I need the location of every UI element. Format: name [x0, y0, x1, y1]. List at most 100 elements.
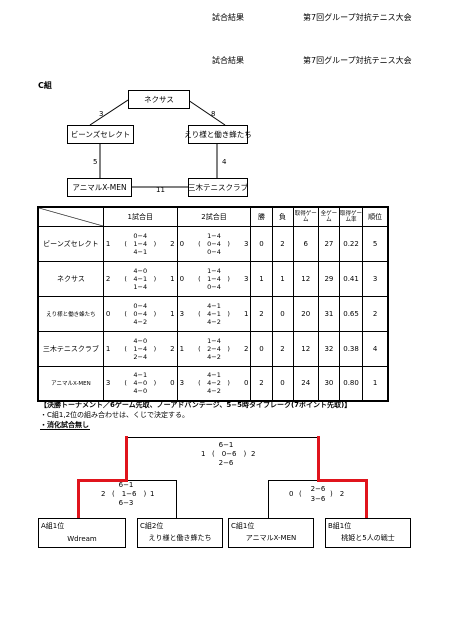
set-mid: ( 1−4 ) [124, 344, 157, 353]
header-lose: 負 [271, 206, 294, 227]
got-games-cell: 12 [292, 330, 319, 367]
bracket-line-semi-right-left [268, 480, 269, 518]
semi-left-score-bottom: 6−3 [118, 499, 134, 507]
semi-left-score-left: 2 [101, 490, 106, 498]
semi-left-score-top: 6−1 [118, 481, 134, 489]
set-top: 1−4 [207, 231, 221, 240]
set-mid: ( 0−4 ) [198, 239, 230, 248]
score-right: 1 [170, 309, 175, 318]
score-right: 0 [243, 379, 249, 388]
final-score-right: 2 [251, 450, 256, 458]
team-box-left: ビーンズセレクト [67, 125, 134, 144]
score-sets: 1−4( 0−4 )0−4 [198, 232, 230, 256]
score-right: 0 [170, 379, 175, 388]
set-bottom: 4−0 [133, 387, 148, 396]
tournament-team-2: C組2位 えり様と働き蜂たち [137, 518, 223, 548]
header-match1: 1試合目 [102, 206, 178, 227]
team-1-seed: A組1位 [41, 522, 65, 530]
winner-line-semi-right-down [365, 479, 368, 519]
edge-label-bottom: 11 [156, 186, 165, 194]
score-left: 0 [179, 274, 185, 283]
score-right: 2 [243, 344, 249, 353]
set-top: 4−1 [207, 371, 221, 380]
score-left: 1 [179, 344, 185, 353]
set-mid: ( 4−1 ) [198, 309, 230, 318]
semi-left-score-right: 1 [150, 490, 155, 498]
score-right: 2 [170, 344, 175, 353]
score-left: 1 [105, 344, 111, 353]
score-right: 2 [170, 239, 175, 248]
score-right: 1 [170, 274, 175, 283]
tournament-team-4: B組1位 桃姫と5人の戦士 [325, 518, 411, 548]
set-bottom: 0−4 [207, 282, 221, 291]
score-sets: 4−1( 4−0 )4−0 [124, 371, 156, 395]
lose-cell: 2 [271, 225, 294, 262]
rank-cell: 4 [362, 330, 389, 367]
edge-label-right: 4 [222, 158, 227, 166]
semi-right-score-bottom: 3−6 [310, 495, 326, 503]
result-label-1: 試合結果 [212, 13, 244, 22]
note-underline [40, 429, 90, 430]
tournament-team-3: C組1位 アニマルX-MEN [228, 518, 314, 548]
header-win: 勝 [250, 206, 273, 227]
team-name-cell: ネクサス [37, 260, 104, 297]
team-box-top: ネクサス [128, 90, 190, 109]
set-bottom: 4−1 [133, 247, 148, 256]
team-name-cell: えり様と働き蜂たち [37, 295, 104, 332]
table-header-row: 1試合目 2試合目 勝 負 取得ゲーム 全ゲーム 取得ゲーム率 順位 [37, 206, 389, 227]
set-bottom: 4−2 [207, 317, 221, 326]
team-2-seed: C組2位 [140, 522, 164, 530]
got-games-cell: 6 [292, 225, 319, 262]
score-right: 3 [243, 274, 249, 283]
win-cell: 0 [250, 225, 273, 262]
final-score-bottom: 2−6 [218, 459, 234, 467]
result-label-2: 試合結果 [212, 56, 244, 65]
set-bottom: 4−2 [207, 352, 221, 361]
set-bottom: 0−4 [207, 247, 221, 256]
score-left: 3 [105, 379, 111, 388]
set-mid: ( 4−0 ) [124, 379, 157, 388]
set-bottom: 1−4 [133, 282, 148, 291]
total-games-cell: 27 [317, 225, 340, 262]
total-games-cell: 32 [317, 330, 340, 367]
tournament-title: 【決勝トーナメント／6ゲーム先取、ノーアドバンテージ、5−5時タイブレーク(7ポ… [40, 401, 352, 409]
score-left: 0 [179, 239, 185, 248]
team-name-cell: アニマルX-MEN [37, 365, 104, 402]
score-sets: 4−0( 4−1 )1−4 [124, 267, 156, 291]
round-robin-lines [89, 99, 226, 188]
set-mid: ( 4−1 ) [124, 274, 157, 283]
winner-line-final-left [125, 436, 128, 482]
set-top: 4−0 [133, 336, 148, 345]
set-mid: ( 2−4 ) [198, 344, 230, 353]
win-cell: 0 [250, 330, 273, 367]
team-2-name: えり様と働き蜂たち [148, 534, 212, 542]
tournament-title-2: 第7回グループ対抗テニス大会 [303, 56, 412, 65]
final-score-top: 6−1 [218, 441, 234, 449]
team-1-name: Wdream [67, 535, 97, 543]
edge-label-top-right: 8 [211, 110, 216, 118]
rank-cell: 5 [362, 225, 389, 262]
total-games-cell: 29 [317, 260, 340, 297]
lose-cell: 0 [271, 365, 294, 402]
score-sets: 4−1( 4−1 )4−2 [198, 302, 230, 326]
score-left: 0 [105, 309, 111, 318]
team-4-seed: B組1位 [328, 522, 352, 530]
score-right: 3 [243, 239, 249, 248]
group-label: C組 [38, 81, 52, 90]
total-games-cell: 31 [317, 295, 340, 332]
rank-cell: 2 [362, 295, 389, 332]
set-top: 0−4 [133, 301, 148, 310]
set-top: 4−0 [133, 266, 148, 275]
header-rank: 順位 [362, 206, 389, 227]
tournament-note-2: ・消化試合無し [40, 421, 89, 429]
header-got-games: 取得ゲーム [292, 206, 319, 227]
lose-cell: 0 [271, 295, 294, 332]
winner-line-semi-left-down [77, 479, 80, 519]
winner-line-semi-left-top [77, 479, 128, 482]
